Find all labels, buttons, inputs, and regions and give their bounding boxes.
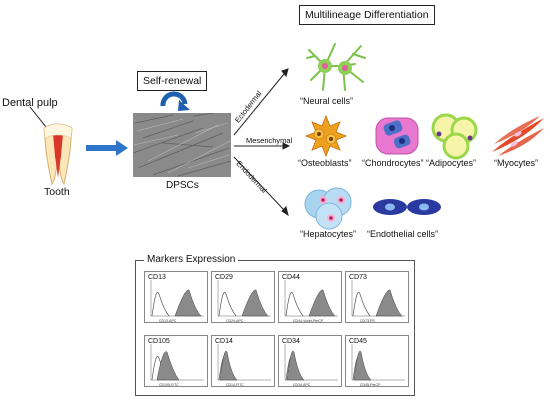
osteoblasts-label: “Osteoblasts” <box>298 158 352 168</box>
control-peak <box>218 292 237 317</box>
sample-peak <box>286 350 305 381</box>
chondrocytes-label: “Chondrocytes” <box>362 158 424 168</box>
sample-peak <box>174 289 202 317</box>
hepatocytes-label: “Hepatocytes” <box>300 229 357 239</box>
marker-axis-label: CD73-PE <box>360 319 375 323</box>
hepatocyte-icon <box>304 187 352 230</box>
dpsc-culture-image <box>133 113 231 177</box>
adipocyte-icon <box>431 113 478 160</box>
tooth-illustration <box>29 106 73 186</box>
endothelial-cells-label: “Endothelial cells” <box>367 229 439 239</box>
marker-axis-label: CD34-APC <box>293 383 311 387</box>
marker-axis-label: CD14-FITC <box>226 383 244 387</box>
mesenchymal-label: Mesenchymal <box>246 136 293 145</box>
myocyte-icon <box>492 116 544 156</box>
marker-name: CD29 <box>215 274 233 281</box>
tooth-label: Tooth <box>44 186 70 198</box>
self-renewal-box: Self-renewal <box>137 71 208 91</box>
multilineage-title-box: Multilineage Differentiation <box>299 5 435 25</box>
markers-title: Markers Expression <box>144 254 239 265</box>
marker-name: CD73 <box>349 274 367 281</box>
sample-peak <box>241 289 269 317</box>
sample-peak <box>308 289 336 317</box>
control-peak <box>285 292 304 317</box>
sample-peak <box>219 350 238 381</box>
marker-axis-label: CD105-FITC <box>159 383 179 387</box>
osteoblast-icon <box>304 114 348 158</box>
adipocytes-label: “Adipocytes” <box>426 158 477 168</box>
arrow-icon <box>86 140 128 156</box>
marker-name: CD44 <box>282 274 300 281</box>
chondrocyte-icon <box>375 117 419 155</box>
marker-name: CD34 <box>282 338 300 345</box>
myocytes-label: “Myocytes” <box>494 158 539 168</box>
dental-pulp-label: Dental pulp <box>2 97 58 109</box>
sample-peak <box>353 350 372 381</box>
dpscs-label: DPSCs <box>166 180 199 191</box>
marker-name: CD14 <box>215 338 233 345</box>
endothelial-cell-icon <box>373 199 441 215</box>
control-peak <box>151 292 170 317</box>
marker-axis-label: CD44-Violet-PerCP <box>293 319 324 323</box>
marker-name: CD45 <box>349 338 367 345</box>
sample-peak <box>375 289 403 317</box>
circular-arrow-icon <box>160 91 190 111</box>
control-peak <box>352 292 371 317</box>
neural-cell-icon <box>306 43 366 91</box>
differentiation-arrows <box>233 68 290 217</box>
marker-axis-label: CD45-PerCP <box>360 383 381 387</box>
sample-peak <box>156 351 180 381</box>
marker-axis-label: CD29-APC <box>226 319 244 323</box>
neural-cells-label: “Neural cells” <box>300 96 354 106</box>
marker-name: CD13 <box>148 274 166 281</box>
marker-axis-label: CD13-APC <box>159 319 177 323</box>
marker-name: CD105 <box>148 338 170 345</box>
